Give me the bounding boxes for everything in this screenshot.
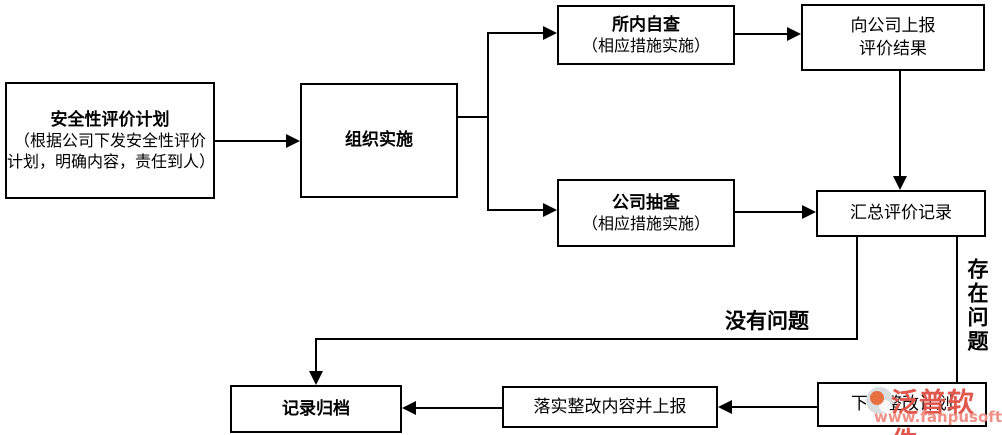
box-body: （根据公司下发安全性评价计划，明确内容，责任到人） bbox=[7, 130, 216, 171]
connector-noproblem-horizontal bbox=[315, 338, 858, 340]
arrowhead-right-icon bbox=[787, 27, 801, 41]
box-company-spot-check: 公司抽查 （相应措施实施） bbox=[557, 179, 735, 247]
box-text-line: 下发整改计划 bbox=[851, 394, 953, 415]
arrowhead-left-icon bbox=[402, 401, 416, 415]
connector-selfcheck-to-report bbox=[735, 33, 789, 35]
box-text-line: 向公司上报 bbox=[850, 16, 936, 37]
box-internal-self-check: 所内自查 （相应措施实施） bbox=[557, 5, 735, 65]
box-implement-rectification-and-report: 落实整改内容并上报 bbox=[502, 386, 718, 428]
label-no-problem: 没有问题 bbox=[725, 309, 809, 333]
box-summarize-evaluation-records: 汇总评价记录 bbox=[816, 190, 986, 237]
box-title: 记录归档 bbox=[282, 398, 350, 419]
connector-branch-vertical bbox=[487, 32, 489, 211]
box-report-to-company: 向公司上报 评价结果 bbox=[801, 4, 985, 71]
box-issue-rectification-plan: 下发整改计划 bbox=[817, 382, 987, 427]
connector-plan-to-organize bbox=[215, 140, 290, 142]
arrowhead-down-icon bbox=[893, 176, 907, 190]
connector-branch-to-selfcheck bbox=[487, 32, 545, 34]
label-has-problem: 存在问题 bbox=[965, 258, 989, 354]
connector-issue-to-implement bbox=[732, 406, 817, 408]
arrowhead-right-icon bbox=[802, 205, 816, 219]
box-record-archiving: 记录归档 bbox=[230, 385, 402, 433]
arrowhead-right-icon bbox=[543, 203, 557, 217]
box-body: （相应措施实施） bbox=[581, 213, 710, 233]
connector-spotcheck-to-summary bbox=[735, 211, 804, 213]
box-text-line: 汇总评价记录 bbox=[850, 203, 952, 224]
arrowhead-right-icon bbox=[286, 134, 300, 148]
box-organize-implementation: 组织实施 bbox=[300, 83, 458, 198]
box-text-line: 评价结果 bbox=[859, 38, 927, 59]
box-safety-evaluation-plan: 安全性评价计划 （根据公司下发安全性评价计划，明确内容，责任到人） bbox=[5, 82, 215, 199]
box-title: 组织实施 bbox=[345, 130, 413, 151]
box-title: 安全性评价计划 bbox=[50, 109, 170, 130]
connector-noproblem-vertical bbox=[856, 237, 858, 340]
connector-hasproblem-vertical bbox=[956, 237, 958, 382]
arrowhead-right-icon bbox=[543, 26, 557, 40]
connector-implement-to-archive bbox=[416, 407, 502, 409]
connector-branch-to-spotcheck bbox=[487, 209, 545, 211]
box-title: 公司抽查 bbox=[612, 192, 680, 213]
arrowhead-left-icon bbox=[718, 400, 732, 414]
connector-report-to-summary bbox=[899, 71, 901, 176]
box-text-line: 落实整改内容并上报 bbox=[533, 396, 687, 417]
connector-noproblem-drop bbox=[315, 338, 317, 371]
box-body: （相应措施实施） bbox=[581, 35, 710, 55]
box-title: 所内自查 bbox=[612, 14, 680, 35]
arrowhead-down-icon bbox=[309, 371, 323, 385]
connector-organize-stub bbox=[458, 116, 489, 118]
